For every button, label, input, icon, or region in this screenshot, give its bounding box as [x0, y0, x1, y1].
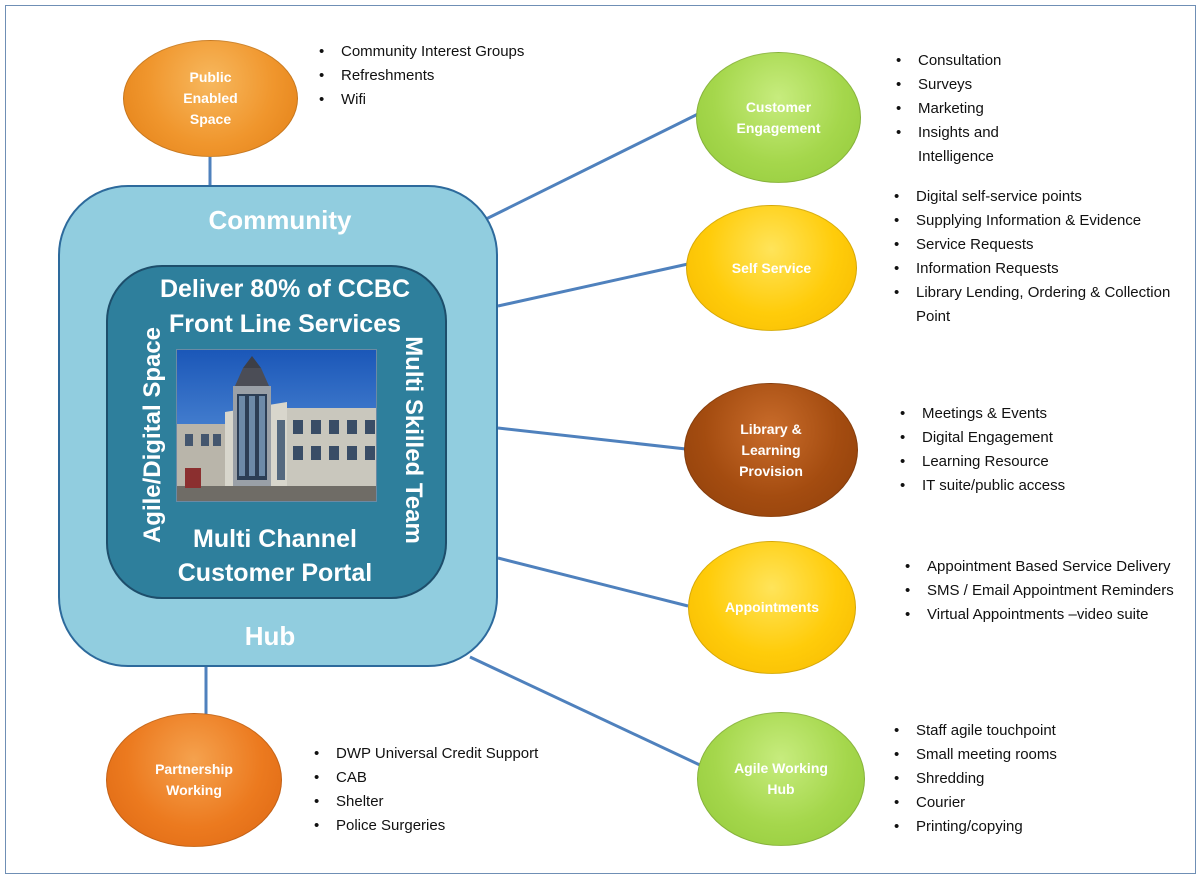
- connector-agile-hub: [469, 655, 703, 768]
- appointments-node: Appointments: [688, 541, 856, 674]
- list-item: CAB: [310, 766, 540, 790]
- agile-working-hub-line2: Hub: [767, 781, 795, 797]
- agile-working-hub-list: Staff agile touchpoint Small meeting roo…: [890, 719, 1110, 839]
- self-service-node: Self Service: [686, 205, 857, 331]
- list-item: Consultation: [892, 49, 1067, 73]
- deliver-label-line2: Front Line Services: [168, 310, 402, 338]
- portal-label-line2: Customer Portal: [177, 559, 373, 587]
- list-item: Marketing: [892, 97, 1067, 121]
- list-item: Service Requests: [890, 233, 1195, 257]
- list-item: Supplying Information & Evidence: [890, 209, 1195, 233]
- public-enabled-space-line3: Space: [189, 111, 232, 127]
- public-enabled-space-line1: Public: [189, 69, 232, 85]
- library-learning-line1: Library &: [740, 420, 802, 437]
- deliver-label-line1: Deliver 80% of CCBC: [159, 275, 411, 303]
- list-item: Surveys: [892, 73, 1067, 97]
- portal-label-line1: Multi Channel: [193, 525, 357, 553]
- list-item: Insights and Intelligence: [892, 121, 1067, 169]
- list-item: Printing/copying: [890, 815, 1110, 839]
- list-item: Wifi: [315, 88, 545, 112]
- library-learning-line2: Learning: [741, 441, 801, 458]
- diagram-frame: [5, 5, 1196, 874]
- connector-library: [497, 426, 687, 451]
- connector-appointments: [497, 556, 689, 608]
- connector-self-service: [497, 262, 689, 308]
- list-item: Library Lending, Ordering & Collection P…: [890, 281, 1195, 329]
- agile-digital-space-label: Agile/Digital Space: [139, 326, 166, 544]
- partnership-working-line2: Working: [166, 782, 222, 798]
- library-learning-list: Meetings & Events Digital Engagement Lea…: [896, 402, 1126, 498]
- list-item: Staff agile touchpoint: [890, 719, 1110, 743]
- list-item: Community Interest Groups: [315, 40, 545, 64]
- list-item: Refreshments: [315, 64, 545, 88]
- connector-customer-engagement: [477, 112, 699, 225]
- library-learning-node: Library & Learning Provision: [684, 383, 858, 517]
- list-item: Police Surgeries: [310, 814, 540, 838]
- list-item: Shelter: [310, 790, 540, 814]
- appointments-list: Appointment Based Service Delivery SMS /…: [901, 555, 1176, 627]
- partnership-working-line1: Partnership: [155, 761, 233, 777]
- customer-engagement-list: Consultation Surveys Marketing Insights …: [892, 49, 1067, 169]
- list-item: Meetings & Events: [896, 402, 1126, 426]
- list-item: Virtual Appointments –video suite: [901, 603, 1176, 627]
- list-item: Learning Resource: [896, 450, 1126, 474]
- list-item: Small meeting rooms: [890, 743, 1110, 767]
- agile-working-hub-line1: Agile Working: [734, 760, 828, 776]
- list-item: Appointment Based Service Delivery: [901, 555, 1176, 579]
- list-item: SMS / Email Appointment Reminders: [901, 579, 1176, 603]
- public-enabled-space-line2: Enabled: [183, 90, 238, 106]
- multi-skilled-team-label: Multi Skilled Team: [400, 336, 427, 544]
- partnership-working-node: Partnership Working: [106, 713, 282, 847]
- list-item: DWP Universal Credit Support: [310, 742, 540, 766]
- partnership-working-list: DWP Universal Credit Support CAB Shelter…: [310, 742, 540, 838]
- public-enabled-space-list: Community Interest Groups Refreshments W…: [315, 40, 545, 112]
- customer-engagement-line2: Engagement: [736, 119, 821, 136]
- list-item: Digital self-service points: [890, 185, 1195, 209]
- list-item: Shredding: [890, 767, 1110, 791]
- public-enabled-space-node: Public Enabled Space: [123, 40, 298, 157]
- appointments-line1: Appointments: [724, 599, 820, 615]
- customer-engagement-node: Customer Engagement: [696, 52, 861, 183]
- hub-label: Hub: [244, 621, 296, 651]
- community-label: Community: [208, 205, 352, 235]
- list-item: Courier: [890, 791, 1110, 815]
- list-item: IT suite/public access: [896, 474, 1126, 498]
- agile-working-hub-node: Agile Working Hub: [697, 712, 865, 846]
- list-item: Digital Engagement: [896, 426, 1126, 450]
- self-service-line1: Self Service: [731, 259, 812, 276]
- self-service-list: Digital self-service points Supplying In…: [890, 185, 1195, 329]
- library-learning-line3: Provision: [739, 462, 803, 479]
- building-photo: [176, 349, 377, 502]
- list-item: Information Requests: [890, 257, 1195, 281]
- customer-engagement-line1: Customer: [745, 98, 812, 115]
